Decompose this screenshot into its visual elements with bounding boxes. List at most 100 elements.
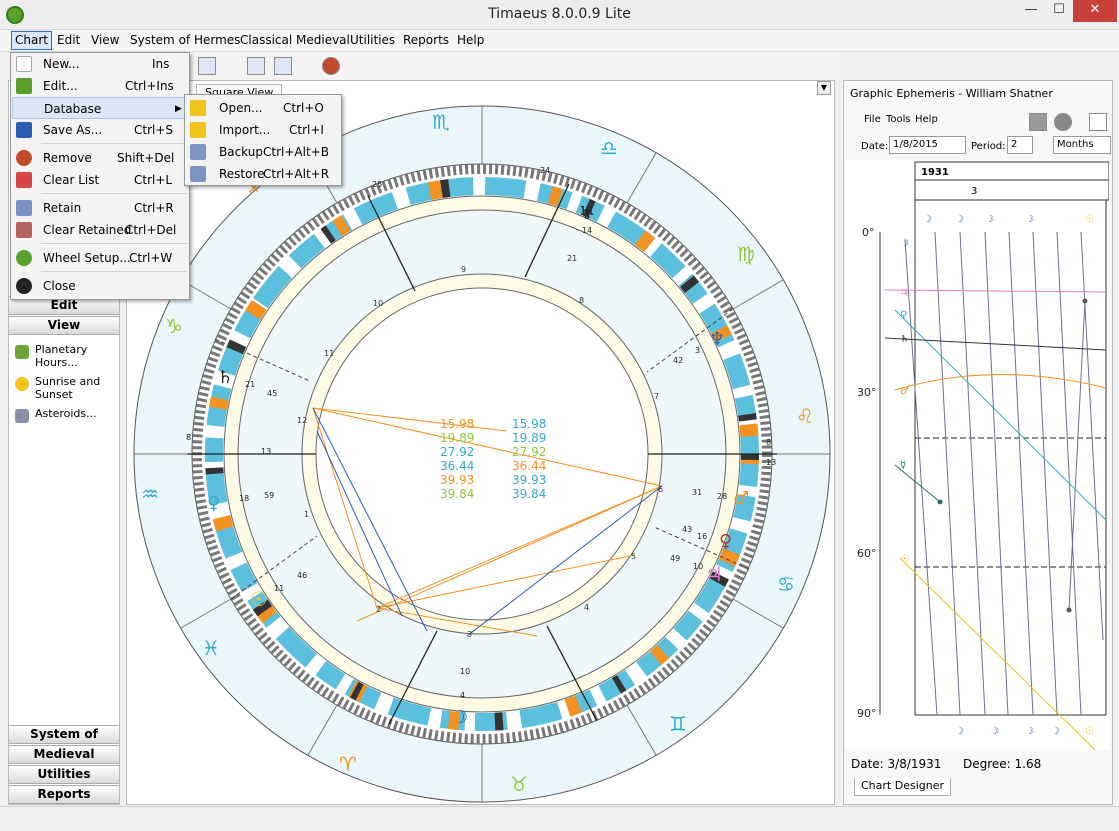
ephemeris-menu-tools[interactable]: Tools xyxy=(886,114,911,125)
menu-item-new[interactable]: New... Ins xyxy=(12,53,188,75)
period-unit-select[interactable]: Months xyxy=(1053,136,1111,154)
house-number: 12 xyxy=(297,416,307,425)
jupiter-icon: ♃ xyxy=(900,288,909,299)
close-chart-icon xyxy=(16,278,32,294)
retain-tool-icon[interactable] xyxy=(247,57,265,75)
menu-bar: Chart Edit View System of Hermes Classic… xyxy=(0,30,1119,52)
close-button[interactable]: ✕ xyxy=(1073,0,1117,22)
cancer-icon: ♋ xyxy=(777,572,795,596)
sun-icon: ☉ xyxy=(1085,214,1094,225)
menu-item-save-as[interactable]: Save As... Ctrl+S xyxy=(12,119,188,141)
y-tick: 90° xyxy=(857,707,877,720)
menu-item-database[interactable]: Database ▶ xyxy=(12,97,188,119)
wheel-tool-icon[interactable] xyxy=(322,57,340,75)
panel-header-view[interactable]: View xyxy=(9,316,119,335)
ephemeris-chart-icon[interactable] xyxy=(1029,113,1047,131)
menu-classical-medieval[interactable]: Classical Medieval xyxy=(240,33,350,47)
menu-utilities[interactable]: Utilities xyxy=(350,33,396,47)
menu-item-clear-retained[interactable]: Clear Retained Ctrl+Del xyxy=(12,219,188,241)
menu-system-of-hermes[interactable]: System of Hermes xyxy=(130,33,241,47)
aquarius-icon: ♒ xyxy=(141,482,159,506)
moon-icon: ☽ xyxy=(990,726,999,737)
cusp-degree: 25 xyxy=(372,180,382,189)
minimize-button[interactable]: — xyxy=(1024,2,1038,17)
saturn-icon: ♄ xyxy=(900,334,909,345)
house-number: 6 xyxy=(658,485,663,494)
cusp-degree: 13 xyxy=(261,447,271,456)
menu-view[interactable]: View xyxy=(91,33,120,47)
status-date: Date: 3/8/1931 xyxy=(851,757,942,771)
planet-degree: 49 xyxy=(670,554,680,563)
menu-reports[interactable]: Reports xyxy=(403,33,450,47)
panel-header-utilities[interactable]: Utilities xyxy=(9,765,119,784)
sun-icon: ☉ xyxy=(900,554,909,565)
asteroids-icon xyxy=(15,409,29,423)
planetary-hours-item[interactable]: Planetary Hours... xyxy=(15,343,115,371)
toolbar xyxy=(190,52,840,80)
aspect-value: 39.93 xyxy=(512,473,546,487)
planet-minute: 16 xyxy=(697,532,707,541)
menu-edit[interactable]: Edit xyxy=(57,33,81,47)
menu-help[interactable]: Help xyxy=(457,33,485,47)
natal-wheel[interactable]: 1 2 3 4 5 6 7 8 9 10 11 12 15.98 19.89 2… xyxy=(127,81,834,804)
menu-chart[interactable]: Chart xyxy=(11,31,52,50)
panel-header-reports[interactable]: Reports xyxy=(9,785,119,804)
gemini-icon: ♊ xyxy=(669,712,687,736)
aspect-value: 39.84 xyxy=(512,487,546,501)
aspect-value: 15.98 xyxy=(440,417,474,431)
chart-area[interactable]: 1 2 3 4 5 6 7 8 9 10 11 12 15.98 19.89 2… xyxy=(126,80,835,805)
menu-item-import[interactable]: Import... Ctrl+I xyxy=(186,119,340,141)
ephemeris-menu-file[interactable]: File xyxy=(864,114,881,125)
status-strip xyxy=(0,806,1119,831)
ephemeris-status-bar: Date: 3/8/1931 Degree: 1.68 xyxy=(843,754,1113,774)
zodiac-signs: ♏ ♎ ♍ ♌ ♋ ♊ ♉ ♈ ♓ ♒ ♑ ♐ xyxy=(141,110,814,796)
clear-list-tool-icon[interactable] xyxy=(198,57,216,75)
ephemeris-settings-icon[interactable] xyxy=(1054,113,1072,131)
chart-tab-dropdown-icon[interactable]: ▼ xyxy=(817,81,831,95)
date-label: Date: xyxy=(861,141,889,152)
maximize-button[interactable]: ☐ xyxy=(1053,2,1065,17)
house-number: 1 xyxy=(304,510,309,519)
asteroids-item[interactable]: Asteroids... xyxy=(15,407,115,423)
planet-degree: 10 xyxy=(460,667,470,676)
planet-minute: 42 xyxy=(673,356,683,365)
moon-glyph: ☽ xyxy=(452,707,468,728)
menu-item-backup[interactable]: Backup Ctrl+Alt+B xyxy=(186,141,340,163)
ephemeris-menu-help[interactable]: Help xyxy=(915,114,938,125)
neptune-glyph: ♆ xyxy=(709,329,725,350)
menu-item-retain[interactable]: Retain Ctrl+R xyxy=(12,197,188,219)
ephemeris-title: Graphic Ephemeris - William Shatner xyxy=(850,87,1053,100)
aspect-legend: 15.98 19.89 27.92 36.44 39.93 39.84 15.9… xyxy=(440,417,546,501)
folder-open-icon xyxy=(190,100,206,116)
moon-icon: ☽ xyxy=(1025,214,1034,225)
tab-chart-designer[interactable]: Chart Designer xyxy=(854,778,951,796)
planet-minute: 45 xyxy=(267,389,277,398)
menu-item-edit[interactable]: Edit... Ctrl+Ins xyxy=(12,75,188,97)
menu-item-clear-list[interactable]: Clear List Ctrl+L xyxy=(12,169,188,191)
taurus-icon: ♉ xyxy=(510,772,528,796)
period-input[interactable]: 2 xyxy=(1007,136,1033,154)
sun-icon xyxy=(15,377,29,391)
database-submenu: Open... Ctrl+O Import... Ctrl+I Backup C… xyxy=(184,94,342,186)
ephemeris-month: 3 xyxy=(971,186,977,197)
panel-header-system-of-hermes[interactable]: System of Hermes xyxy=(9,725,119,758)
planet-minute: 28 xyxy=(717,492,727,501)
date-input[interactable]: 1/8/2015 xyxy=(889,136,966,154)
panel-header-medieval[interactable]: Medieval xyxy=(9,745,119,764)
clear-retained-tool-icon[interactable] xyxy=(274,57,292,75)
menu-item-restore[interactable]: Restore Ctrl+Alt+R xyxy=(186,163,340,185)
house-number-labels: 1 2 3 4 5 6 7 8 9 10 11 12 xyxy=(297,265,663,639)
uranus-glyph: ♅ xyxy=(579,203,595,224)
menu-item-open[interactable]: Open... Ctrl+O xyxy=(186,97,340,119)
graphic-ephemeris-plot[interactable]: 1931 3 0° 30° 60° 90° ☽ ☽ xyxy=(845,160,1110,751)
leo-icon: ♌ xyxy=(796,404,814,428)
menu-item-close[interactable]: Close xyxy=(12,275,188,297)
sunrise-sunset-item[interactable]: Sunrise and Sunset xyxy=(15,375,115,403)
ephemeris-document-icon[interactable] xyxy=(1089,113,1107,131)
menu-item-wheel-setup[interactable]: Wheel Setup... Ctrl+W xyxy=(12,247,188,269)
ephemeris-svg[interactable]: 1931 3 0° 30° 60° 90° ☽ ☽ xyxy=(845,160,1110,751)
menu-item-remove[interactable]: Remove Shift+Del xyxy=(12,147,188,169)
backup-icon xyxy=(190,144,206,160)
sun-icon: ☉ xyxy=(1085,726,1094,737)
mars-icon: ♂ xyxy=(900,386,909,397)
